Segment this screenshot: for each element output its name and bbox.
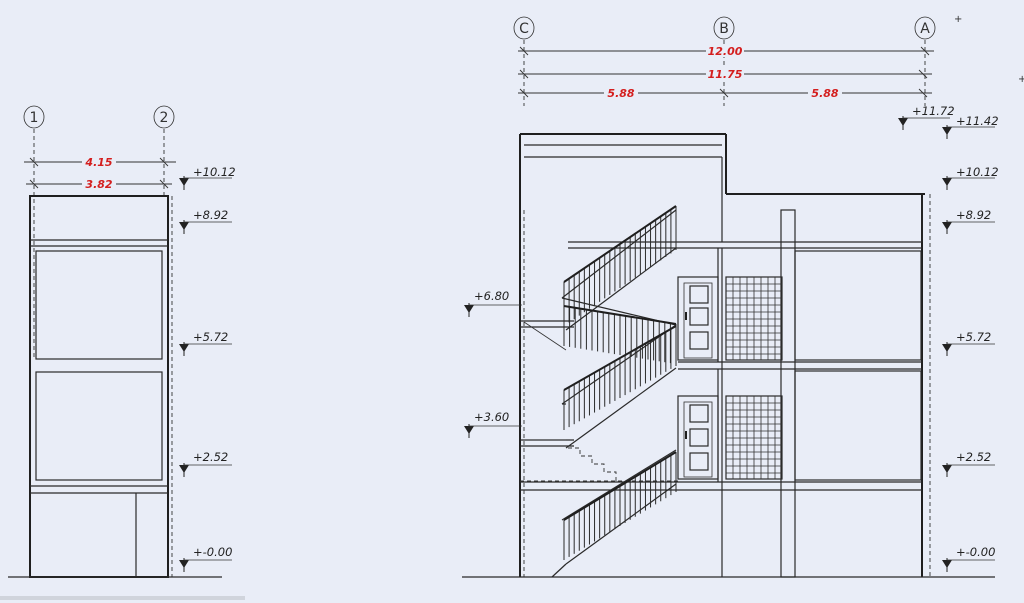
grille-window-upper (725, 276, 783, 361)
level-marker-3-60: +3.60 (463, 410, 522, 438)
right-section: C B A + 12.00 11.75 (462, 14, 995, 578)
svg-text:A: A (920, 21, 930, 37)
grid-bubble-a: A (914, 16, 936, 40)
dim-3-82: 3.82 (26, 177, 172, 191)
svg-text:+3.60: +3.60 (474, 410, 509, 424)
svg-text:11.75: 11.75 (708, 68, 743, 81)
svg-text:+2.52: +2.52 (193, 450, 228, 464)
dim-11-75: 11.75 (518, 67, 932, 81)
level-marker-5-72: +5.72 (178, 330, 232, 356)
right-level-markers: +11.72 +11.42 +10.12 +8.92 +5.72 +2.52 (897, 74, 1024, 572)
dim-4-15: 4.15 (24, 155, 176, 169)
svg-text:+5.72: +5.72 (193, 330, 228, 344)
level-marker-6-80: +6.80 (463, 289, 522, 317)
svg-text:+8.92: +8.92 (193, 208, 228, 222)
grid-bubble-b: B (713, 16, 735, 40)
svg-text:5.88: 5.88 (811, 87, 838, 100)
svg-text:+-0.00: +-0.00 (956, 545, 995, 559)
handrail (563, 325, 677, 391)
level-marker-0-00-right: +-0.00 (941, 545, 995, 572)
svg-text:5.88: 5.88 (607, 87, 634, 100)
grille-window-lower (725, 395, 783, 480)
level-marker-10-12: +10.12 (178, 165, 236, 190)
level-marker-2-52-right: +2.52 (941, 450, 995, 477)
level-marker-8-92-right: +8.92 (941, 208, 995, 234)
svg-text:2: 2 (160, 110, 169, 126)
level-marker-2-52: +2.52 (178, 450, 232, 477)
svg-text:+5.72: +5.72 (956, 330, 991, 344)
level-marker-10-12-right: +10.12 (941, 165, 999, 190)
svg-text:+11.42: +11.42 (956, 114, 999, 128)
dim-5-88-left: 5.88 (518, 86, 729, 100)
svg-text:+6.80: +6.80 (474, 289, 509, 303)
left-building (8, 195, 222, 578)
svg-text:+8.92: +8.92 (956, 208, 991, 222)
grid-bubble-1: 1 (23, 105, 45, 129)
dim-5-88-right: 5.88 (720, 86, 932, 100)
level-marker-8-92: +8.92 (178, 208, 232, 234)
grid-bubble-c: C (513, 16, 535, 40)
svg-text:3.82: 3.82 (85, 178, 112, 191)
door-lower (677, 395, 719, 480)
level-marker-11-72: +11.72 (897, 104, 955, 130)
right-building (462, 133, 995, 578)
handrail (563, 451, 677, 521)
svg-text:+: + (954, 14, 962, 25)
level-marker-11-42: +11.42 (941, 114, 999, 139)
svg-text:12.00: 12.00 (708, 45, 743, 58)
svg-text:+10.12: +10.12 (956, 165, 999, 179)
svg-text:4.15: 4.15 (84, 156, 112, 169)
svg-text:+-0.00: +-0.00 (193, 545, 232, 559)
svg-text:B: B (719, 21, 729, 37)
staircase (523, 205, 677, 578)
svg-text:1: 1 (30, 110, 39, 126)
svg-text:C: C (519, 21, 529, 37)
door-upper (677, 276, 719, 361)
left-section: 1 2 4.15 3.82 (8, 105, 236, 578)
handrail (563, 305, 677, 325)
svg-text:+: + (1018, 74, 1024, 85)
left-level-markers-right-section: +6.80 +3.60 (463, 289, 522, 438)
level-marker-5-72-right: +5.72 (941, 330, 995, 356)
dim-12-00: 12.00 (518, 44, 934, 58)
handrail (563, 205, 677, 283)
svg-text:+10.12: +10.12 (193, 165, 236, 179)
grid-bubble-2: 2 (153, 105, 175, 129)
svg-text:+11.72: +11.72 (912, 104, 955, 118)
svg-text:+2.52: +2.52 (956, 450, 991, 464)
level-marker-0-00: +-0.00 (178, 545, 232, 572)
